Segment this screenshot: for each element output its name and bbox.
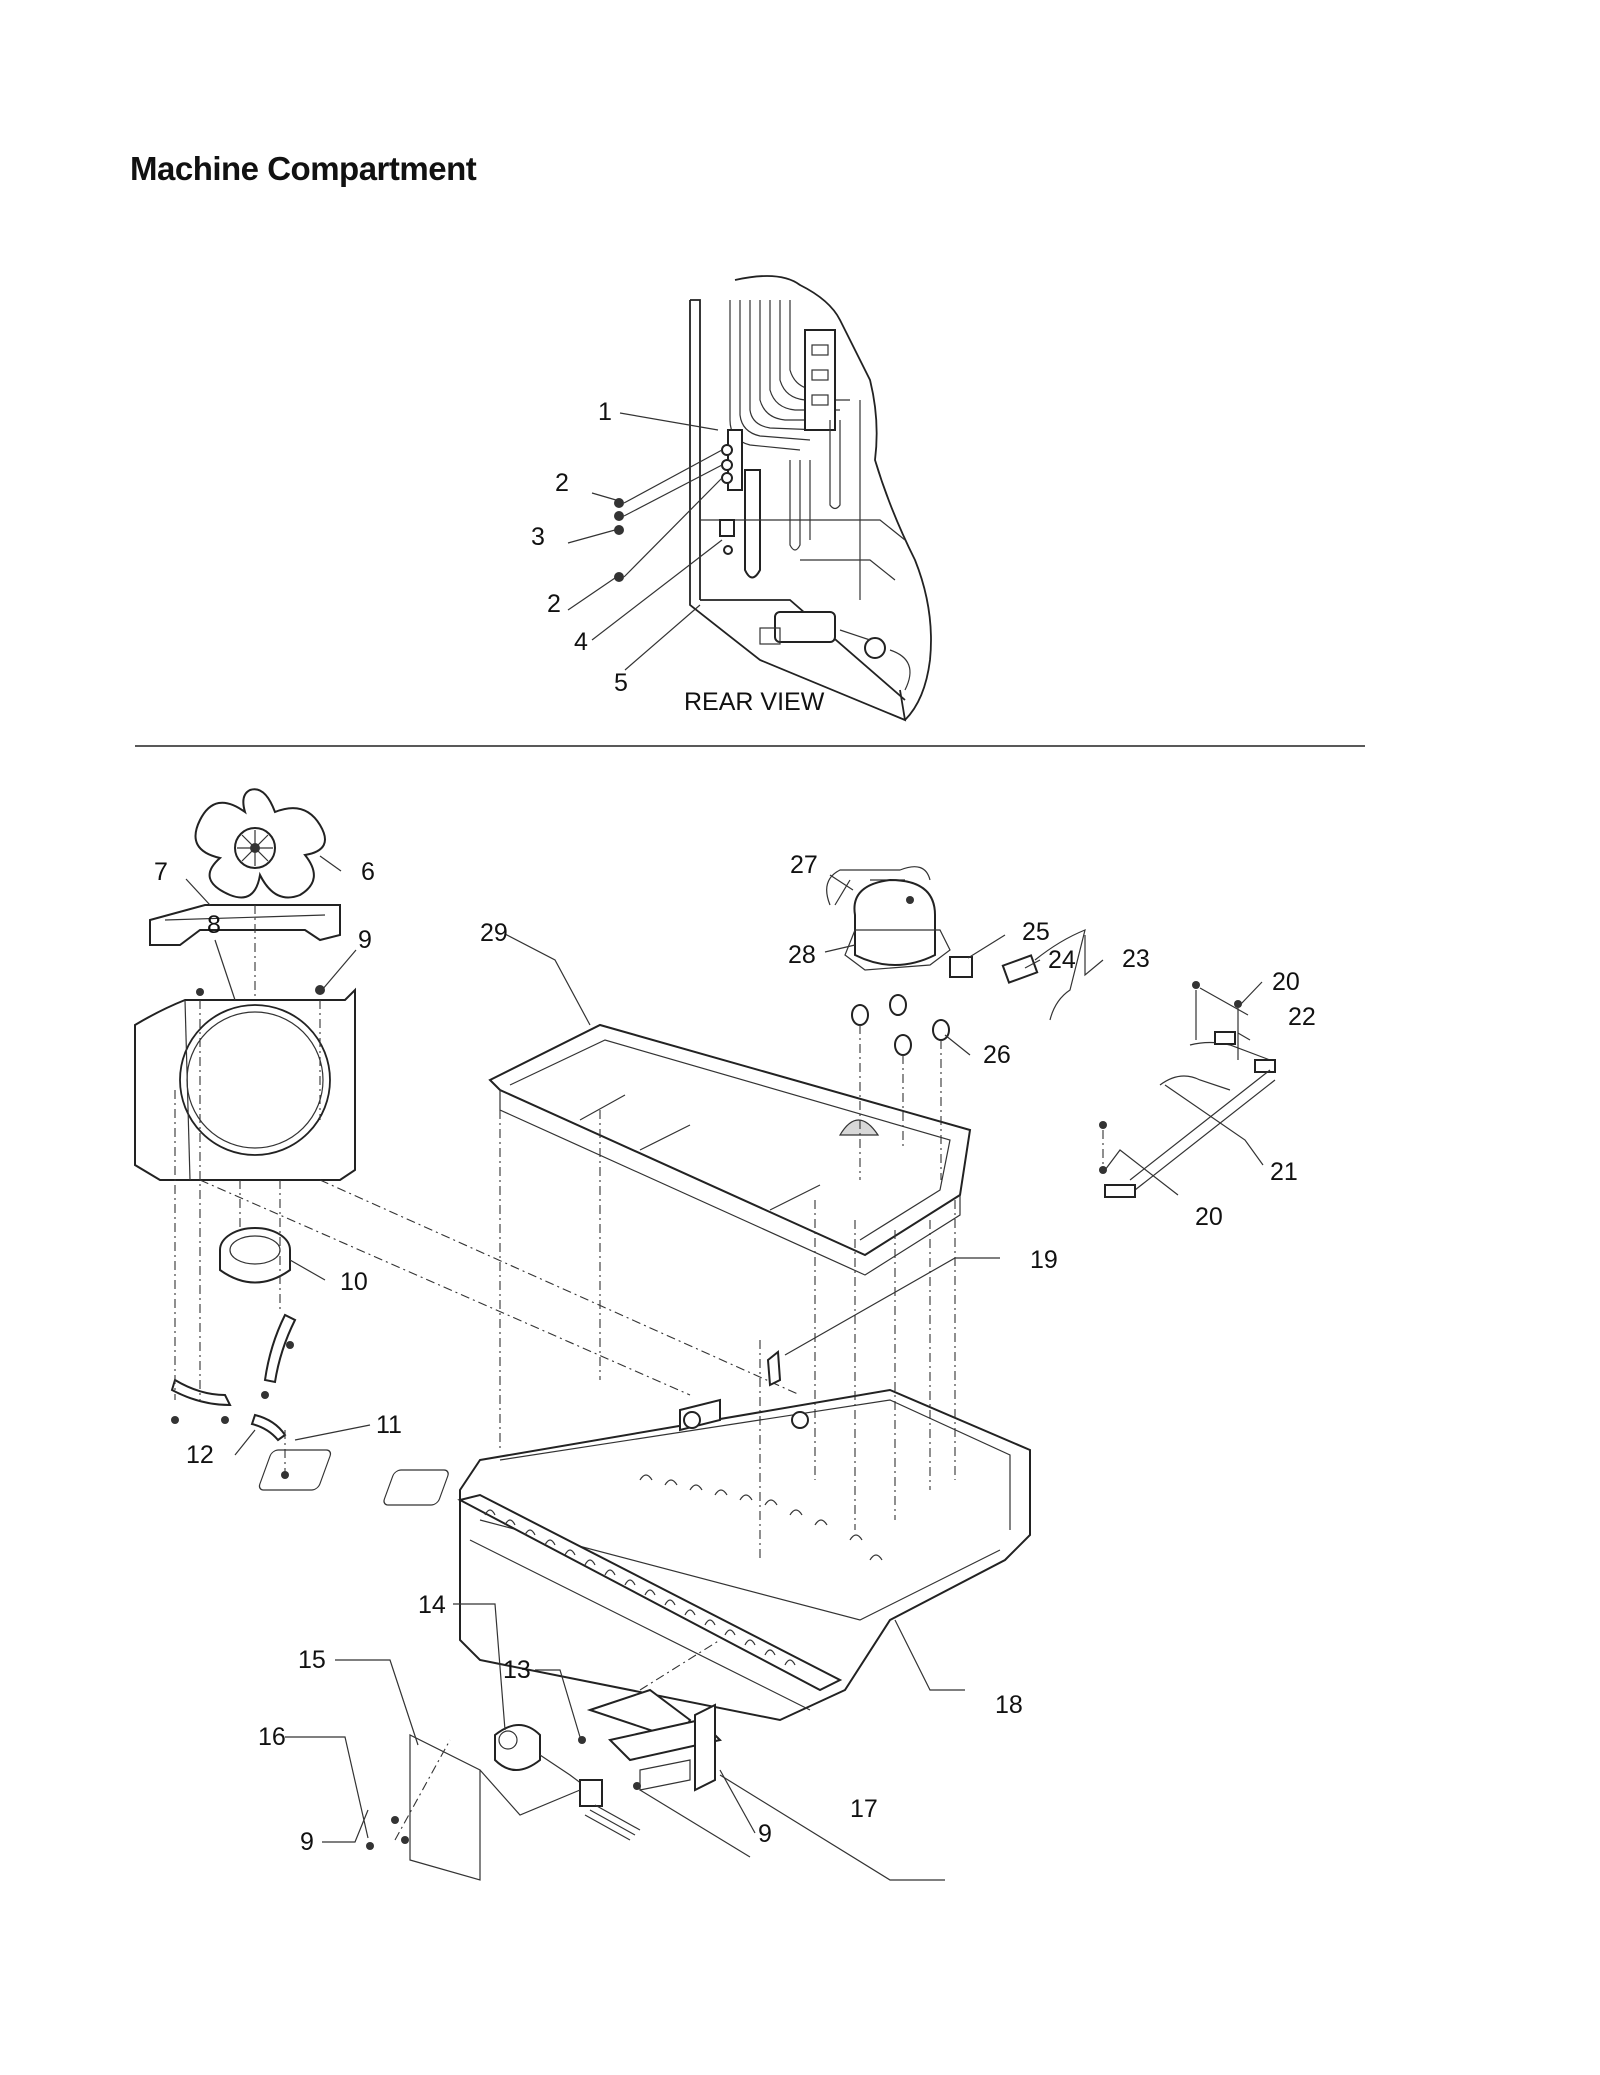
defrost-timer-assembly (366, 1724, 641, 1881)
callout-14: 14 (418, 1591, 446, 1619)
callout-27: 27 (790, 851, 818, 879)
callout-22: 22 (1288, 1003, 1316, 1031)
rear-view-caption: REAR VIEW (684, 688, 825, 716)
callout-9: 9 (358, 926, 372, 954)
callout-6: 6 (361, 858, 375, 886)
callout-7: 7 (154, 858, 168, 886)
wire-harness (1099, 981, 1276, 1198)
callout-21: 21 (1270, 1158, 1298, 1186)
callout-24: 24 (1048, 946, 1076, 974)
mounting-bracket (578, 1639, 722, 1792)
callout-4: 4 (574, 628, 588, 656)
page-title: Machine Compartment (130, 150, 477, 187)
callout-16: 16 (258, 1723, 286, 1751)
callout-29: 29 (480, 919, 508, 947)
callout-25: 25 (1022, 918, 1050, 946)
callout-28: 28 (788, 941, 816, 969)
callout-2: 2 (547, 590, 561, 618)
drain-pan-and-base (258, 1023, 1031, 1722)
callout-10: 10 (340, 1268, 368, 1296)
callout-8: 8 (207, 911, 221, 939)
callout-15: 15 (298, 1646, 326, 1674)
callout-labels: 1 2 3 2 4 5 REAR VIEW 6 7 8 9 10 11 12 1… (154, 398, 1316, 1856)
callout-13: 13 (503, 1656, 531, 1684)
callout-9: 9 (758, 1820, 772, 1848)
callout-11: 11 (376, 1411, 402, 1439)
callout-2: 2 (555, 469, 569, 497)
callout-18: 18 (995, 1691, 1023, 1719)
condenser-coil-fins (484, 1474, 883, 1666)
callout-5: 5 (614, 669, 628, 697)
callout-17: 17 (850, 1795, 878, 1823)
callout-9: 9 (300, 1828, 314, 1856)
callout-20: 20 (1195, 1203, 1223, 1231)
callout-1: 1 (598, 398, 612, 426)
condenser-fan-assembly (134, 788, 801, 1479)
rear-view-illustration (567, 275, 932, 722)
callout-20: 20 (1272, 968, 1300, 996)
callout-3: 3 (531, 523, 545, 551)
callout-12: 12 (186, 1441, 214, 1469)
leader-lines (185, 855, 1264, 1881)
callout-26: 26 (983, 1041, 1011, 1069)
compressor-assembly (826, 866, 1086, 1180)
callout-19: 19 (1030, 1246, 1058, 1274)
callout-23: 23 (1122, 945, 1150, 973)
